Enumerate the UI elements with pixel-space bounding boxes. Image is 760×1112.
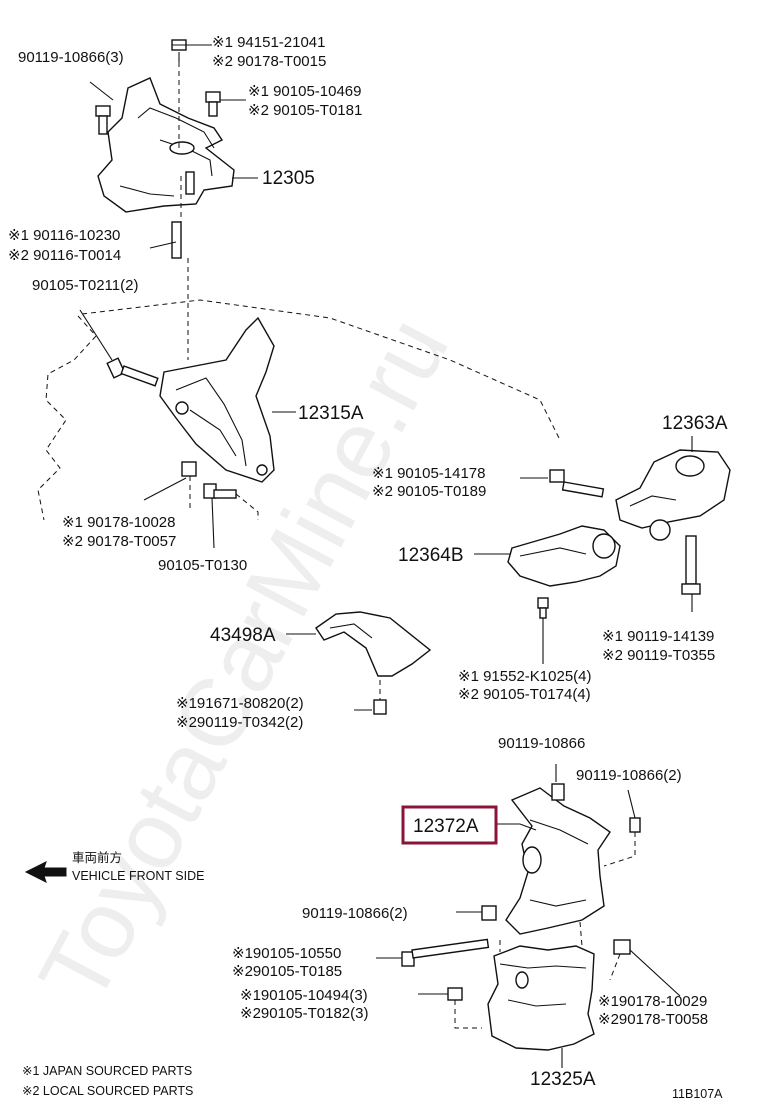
bolt-icon bbox=[95, 105, 111, 135]
label-90178-T0058[interactable]: ※290178-T0058 bbox=[598, 1011, 708, 1028]
bolt-icon bbox=[549, 469, 605, 498]
label-90105-10494-3[interactable]: ※190105-10494(3) bbox=[240, 987, 368, 1004]
part-12315A-illustration bbox=[159, 316, 275, 483]
label-90119-14139[interactable]: ※1 90119-14139 bbox=[602, 628, 714, 645]
label-90105-T0185[interactable]: ※290105-T0185 bbox=[232, 963, 342, 980]
bolt-icon bbox=[481, 905, 497, 921]
bolt-icon bbox=[681, 535, 701, 595]
label-90116-10230[interactable]: ※1 90116-10230 bbox=[8, 227, 120, 244]
label-90119-T0355[interactable]: ※2 90119-T0355 bbox=[602, 647, 715, 664]
nut-icon bbox=[181, 461, 197, 477]
part-12363A-illustration bbox=[615, 449, 731, 541]
label-90105-T0182-3[interactable]: ※290105-T0182(3) bbox=[240, 1005, 368, 1022]
note-japan-sourced: ※1 JAPAN SOURCED PARTS bbox=[22, 1064, 192, 1078]
label-12364B[interactable]: 12364B bbox=[398, 545, 464, 566]
diagram-code: 11B107A bbox=[672, 1087, 723, 1101]
front-direction-arrow-icon bbox=[24, 861, 67, 883]
label-12325A[interactable]: 12325A bbox=[530, 1069, 596, 1090]
note-local-sourced: ※2 LOCAL SOURCED PARTS bbox=[22, 1084, 193, 1098]
part-12364B-illustration bbox=[507, 525, 621, 587]
part-43498A-illustration bbox=[315, 611, 432, 677]
label-91671-80820-2[interactable]: ※191671-80820(2) bbox=[176, 695, 304, 712]
nut-icon bbox=[613, 939, 631, 955]
label-90119-10866-3[interactable]: 90119-10866(3) bbox=[18, 49, 124, 66]
bolt-icon bbox=[401, 938, 490, 967]
label-90178-T0015[interactable]: ※2 90178-T0015 bbox=[212, 53, 326, 70]
bolt-icon bbox=[373, 699, 387, 715]
label-90105-T0211-2[interactable]: 90105-T0211(2) bbox=[32, 277, 138, 294]
bolt-icon bbox=[205, 91, 221, 117]
bolt-icon bbox=[447, 987, 463, 1001]
label-90119-10866-2-lower[interactable]: 90119-10866(2) bbox=[302, 905, 408, 922]
label-90105-T0130[interactable]: 90105-T0130 bbox=[158, 557, 247, 574]
highlight-box-12372A bbox=[401, 805, 498, 845]
label-90119-10866-2-upper[interactable]: 90119-10866(2) bbox=[576, 767, 682, 784]
label-90105-T0189[interactable]: ※2 90105-T0189 bbox=[372, 483, 486, 500]
part-12372A-illustration bbox=[505, 787, 611, 935]
label-90178-10028[interactable]: ※1 90178-10028 bbox=[62, 514, 176, 531]
label-90105-10469[interactable]: ※1 90105-10469 bbox=[248, 83, 362, 100]
bolt-icon bbox=[537, 597, 549, 619]
label-90105-14178[interactable]: ※1 90105-14178 bbox=[372, 465, 486, 482]
label-12372A[interactable]: 12372A bbox=[413, 816, 479, 837]
label-90105-T0181[interactable]: ※2 90105-T0181 bbox=[248, 102, 362, 119]
bolt-icon bbox=[171, 39, 187, 62]
direction-label-cjk: 車両前方 bbox=[72, 850, 122, 865]
part-12305-illustration bbox=[97, 77, 235, 213]
stud-icon bbox=[171, 171, 195, 259]
label-12315A[interactable]: 12315A bbox=[298, 403, 364, 424]
label-90119-T0342-2[interactable]: ※290119-T0342(2) bbox=[176, 714, 303, 731]
bolt-icon bbox=[106, 357, 159, 387]
label-43498A[interactable]: 43498A bbox=[210, 625, 276, 646]
label-90119-10866[interactable]: 90119-10866 bbox=[498, 735, 585, 752]
label-94151-21041[interactable]: ※1 94151-21041 bbox=[212, 34, 326, 51]
label-12363A[interactable]: 12363A bbox=[662, 413, 728, 434]
label-90105-10550[interactable]: ※190105-10550 bbox=[232, 945, 341, 962]
bolt-icon bbox=[629, 817, 641, 833]
label-12305[interactable]: 12305 bbox=[262, 168, 315, 189]
bolt-icon bbox=[551, 783, 565, 801]
direction-label-en: VEHICLE FRONT SIDE bbox=[72, 869, 204, 883]
label-91552-K1025-4[interactable]: ※1 91552-K1025(4) bbox=[458, 668, 592, 685]
label-90116-T0014[interactable]: ※2 90116-T0014 bbox=[8, 247, 121, 264]
label-90178-T0057[interactable]: ※2 90178-T0057 bbox=[62, 533, 176, 550]
bolt-icon bbox=[203, 483, 237, 499]
part-12325A-illustration bbox=[487, 945, 595, 1051]
label-90178-10029[interactable]: ※190178-10029 bbox=[598, 993, 707, 1010]
label-90105-T0174-4[interactable]: ※2 90105-T0174(4) bbox=[458, 686, 591, 703]
